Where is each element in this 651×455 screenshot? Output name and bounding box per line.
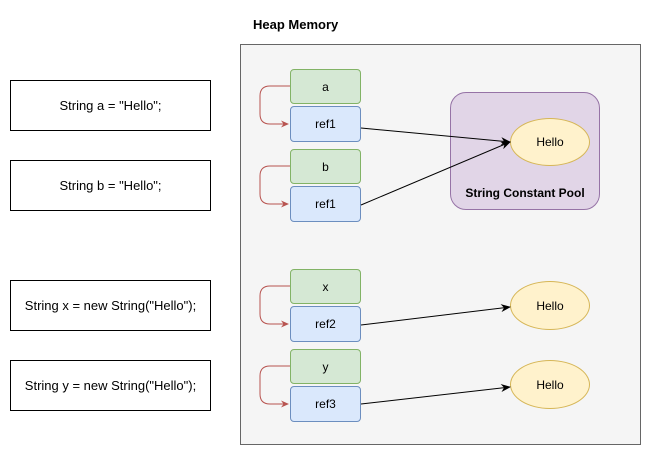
code-text: String x = new String("Hello"); [24, 298, 197, 313]
code-statement-y: String y = new String("Hello"); [10, 360, 211, 411]
code-statement-b: String b = "Hello"; [10, 160, 211, 211]
pool-string-object: Hello [510, 118, 590, 166]
code-text: String b = "Hello"; [59, 178, 162, 193]
reference-x: ref2 [290, 306, 361, 342]
reference-label: ref3 [315, 397, 336, 411]
code-text: String a = "Hello"; [59, 98, 162, 113]
code-text: String y = new String("Hello"); [24, 378, 197, 393]
variable-name: y [322, 359, 329, 374]
reference-label: ref1 [315, 197, 336, 211]
variable-name: x [322, 279, 329, 294]
code-statement-a: String a = "Hello"; [10, 80, 211, 131]
variable-name: b [322, 159, 329, 174]
pool-label: String Constant Pool [465, 186, 585, 200]
reference-a: ref1 [290, 106, 361, 142]
code-statement-x: String x = new String("Hello"); [10, 280, 211, 331]
reference-label: ref2 [315, 317, 336, 331]
variable-b: b [290, 149, 361, 184]
object-value: Hello [536, 135, 564, 149]
heap-string-object-y: Hello [510, 360, 590, 409]
reference-b: ref1 [290, 186, 361, 222]
reference-y: ref3 [290, 386, 361, 422]
object-value: Hello [536, 377, 564, 392]
variable-x: x [290, 269, 361, 304]
variable-name: a [322, 79, 329, 94]
variable-y: y [290, 349, 361, 384]
heap-title: Heap Memory [253, 17, 339, 32]
object-value: Hello [536, 298, 564, 313]
heap-string-object-x: Hello [510, 281, 590, 330]
reference-label: ref1 [315, 117, 336, 131]
variable-a: a [290, 69, 361, 104]
